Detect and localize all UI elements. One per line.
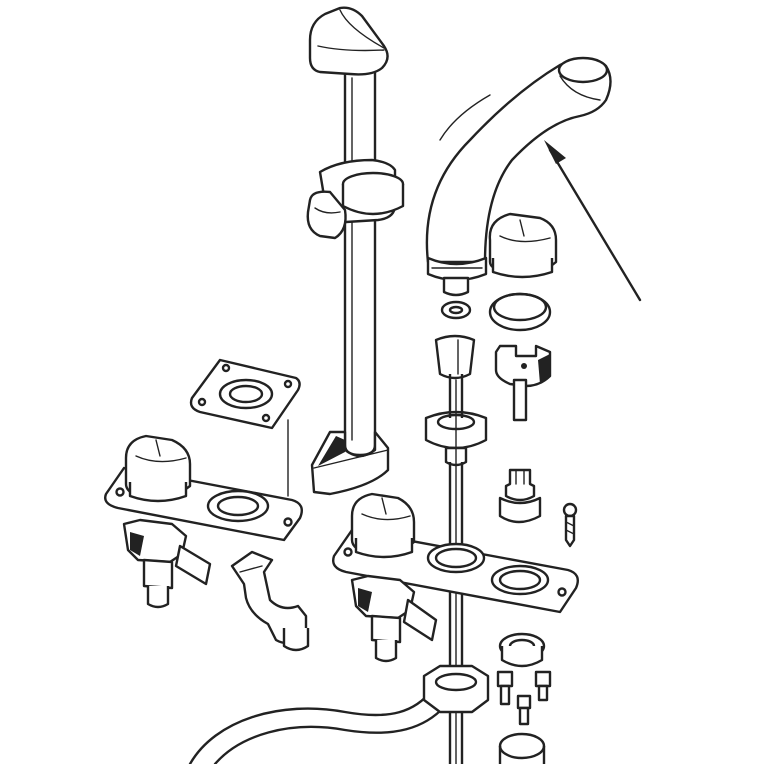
fittings-icon — [498, 468, 542, 524]
pointer-arrow — [544, 140, 642, 302]
left-valve-icon — [122, 518, 212, 609]
fittings-icon — [422, 632, 546, 764]
center-handle-icon — [350, 492, 416, 559]
rail-wall-bracket-icon — [310, 430, 390, 496]
spout — [425, 56, 612, 282]
o-ring-icon — [488, 292, 552, 332]
right-handle-icon — [488, 212, 558, 279]
screws-icon — [496, 670, 552, 726]
shower-rail — [343, 68, 377, 457]
elbow-pipe-icon — [230, 550, 310, 652]
cartridge-icon — [494, 344, 552, 422]
fittings-icon — [424, 276, 488, 467]
shower-head-holder-icon — [306, 158, 405, 240]
center-valve-icon — [350, 574, 438, 663]
hose — [188, 688, 447, 764]
square-flange-icon — [189, 358, 301, 430]
rail-top-cap-icon — [308, 6, 389, 76]
left-handle-icon — [124, 434, 192, 503]
screws-icon — [562, 502, 578, 548]
